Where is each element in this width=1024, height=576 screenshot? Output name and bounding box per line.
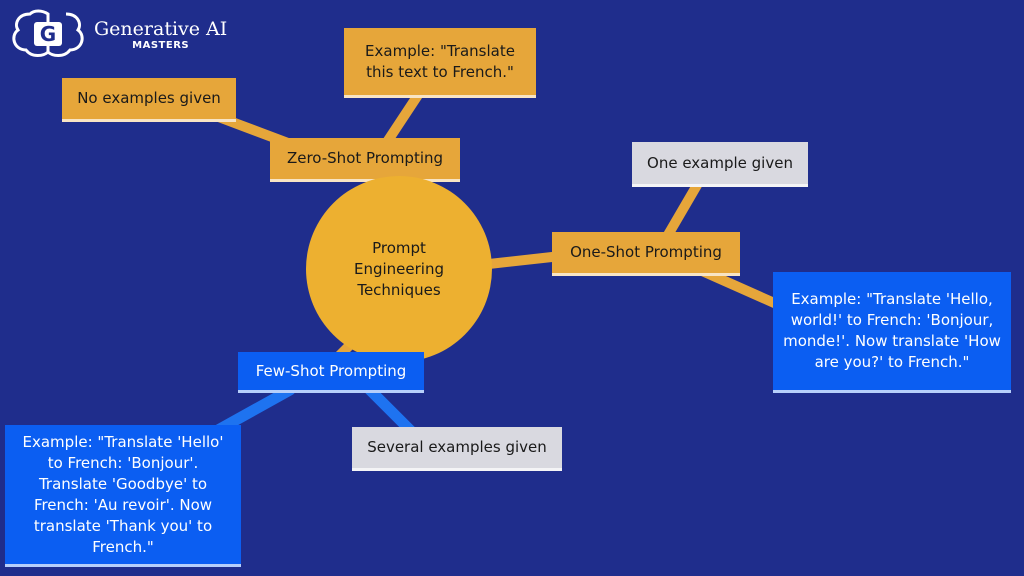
few-shot-example: Example: "Translate 'Hello' to French: '…	[5, 425, 241, 567]
connector-one-example-given	[660, 175, 705, 245]
center-label: Prompt Engineering Techniques	[354, 238, 444, 299]
one-shot-node: One-Shot Prompting	[552, 232, 740, 276]
brand-title: Generative AI	[94, 17, 228, 40]
brain-chip-icon: G	[12, 9, 84, 57]
svg-text:G: G	[40, 22, 56, 46]
connector-zero-example	[380, 87, 425, 150]
few-shot-node: Few-Shot Prompting	[238, 352, 424, 393]
zero-shot-node: Zero-Shot Prompting	[270, 138, 460, 182]
center-node: Prompt Engineering Techniques	[306, 176, 492, 362]
few-shot-description: Several examples given	[352, 427, 562, 471]
zero-shot-description: No examples given	[62, 78, 236, 122]
zero-shot-example: Example: "Translate this text to French.…	[344, 28, 536, 98]
brand-logo: G Generative AI MASTERS	[10, 8, 227, 60]
one-shot-description: One example given	[632, 142, 808, 187]
one-shot-example: Example: "Translate 'Hello, world!' to F…	[773, 272, 1011, 393]
brand-subtitle: MASTERS	[132, 39, 190, 51]
